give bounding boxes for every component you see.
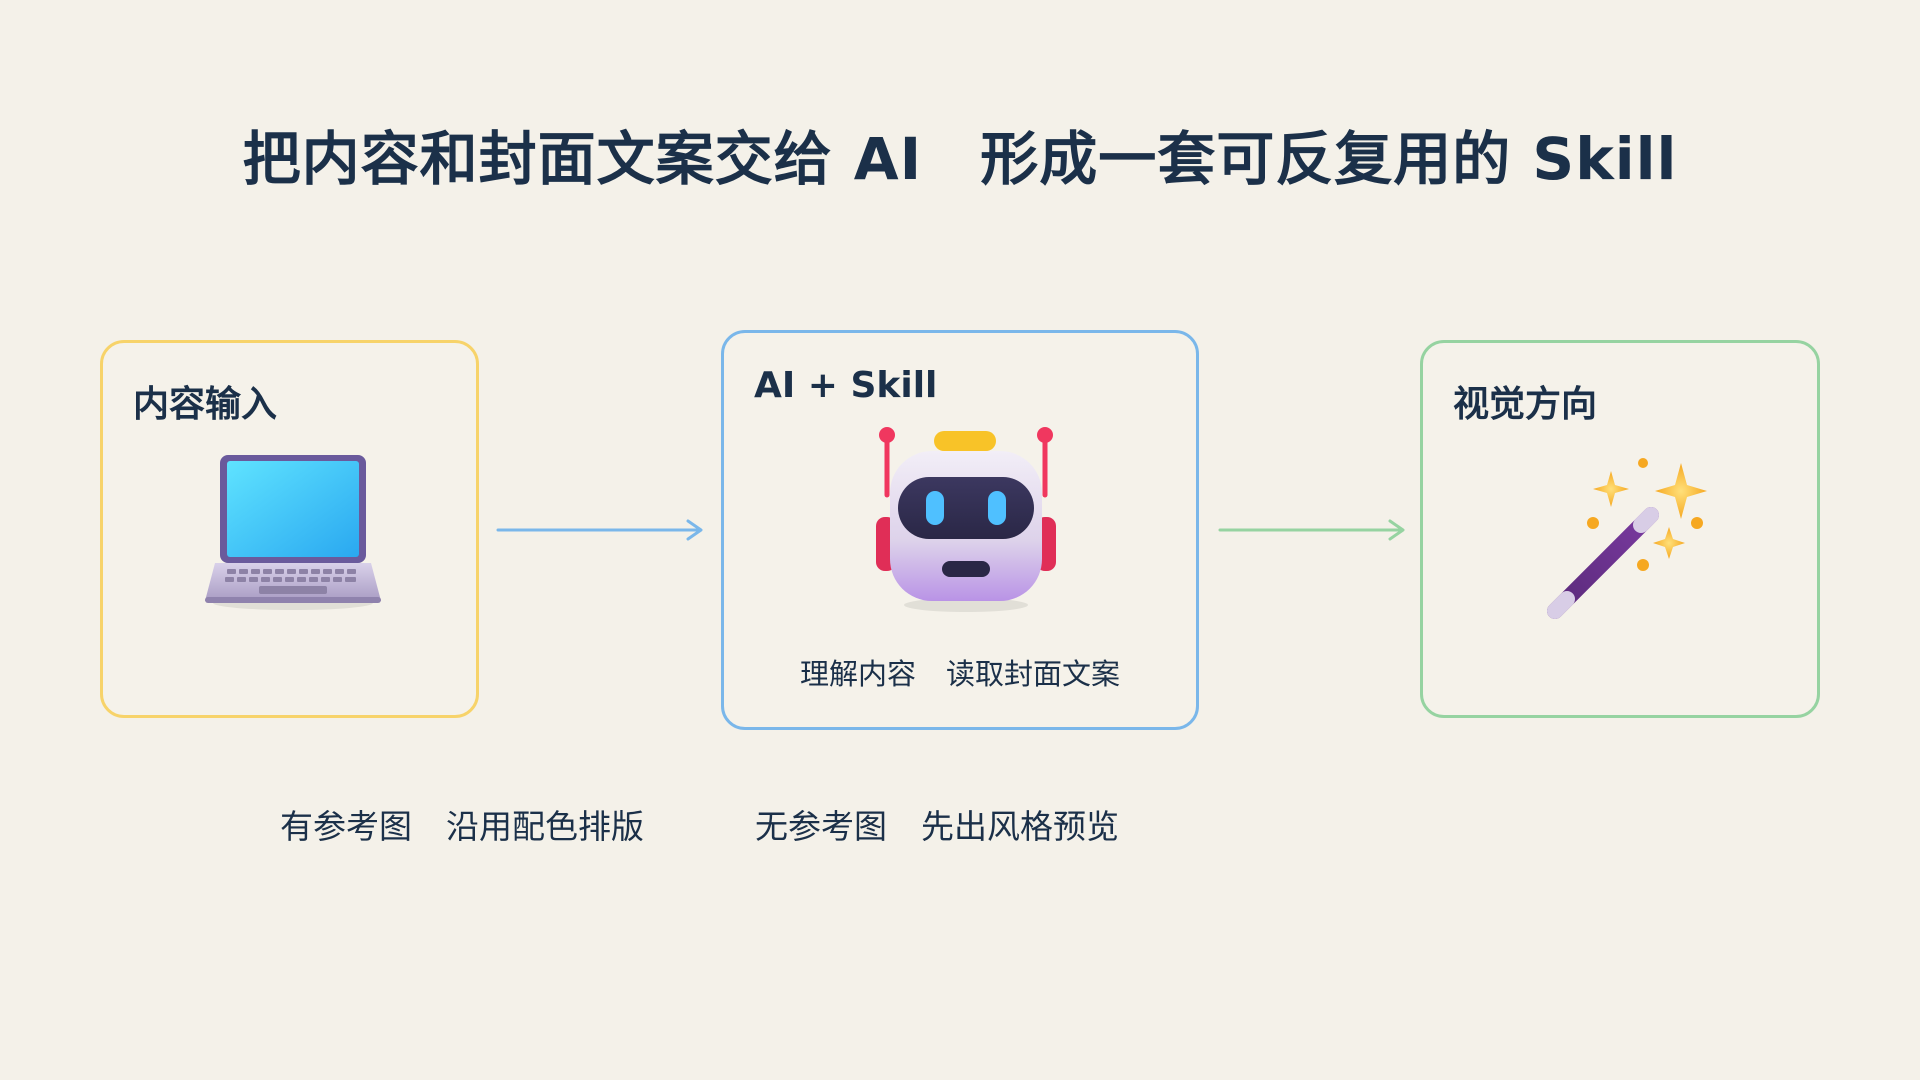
content-input-title: 内容输入 [133,384,278,425]
ai-note-understand: 理解内容 [799,657,916,691]
with-reference-label: 有参考图 [280,807,412,846]
style-preview-first-label: 先出风格预览 [921,807,1119,846]
without-reference-note: 无参考图先出风格预览 [755,800,1119,848]
ai-skill-title: AI + Skill [754,365,938,406]
arrow-to-ai [496,518,706,546]
reuse-color-layout-label: 沿用配色排版 [446,807,644,846]
visual-direction-title: 视觉方向 [1453,384,1598,425]
ai-note-read-copy: 读取封面文案 [946,657,1121,691]
ai-skill-note: 理解内容读取封面文案 [724,651,1196,693]
visual-direction-card: 视觉方向 [1420,340,1820,718]
title-part-1: 把内容和封面文案交给 AI [242,125,923,193]
title-part-2: 形成一套可反复用的 Skill [980,125,1678,193]
ai-skill-card: AI + Skill [721,330,1199,730]
laptop-icon [203,453,383,617]
with-reference-note: 有参考图沿用配色排版 [280,800,644,848]
without-reference-label: 无参考图 [755,807,887,846]
robot-icon [876,425,1056,619]
content-input-card: 内容输入 [100,340,479,718]
arrow-to-visual [1218,518,1408,546]
page-title: 把内容和封面文案交给 AI 形成一套可反复用的 Skill [0,112,1920,196]
magic-wand-icon [1533,453,1713,637]
